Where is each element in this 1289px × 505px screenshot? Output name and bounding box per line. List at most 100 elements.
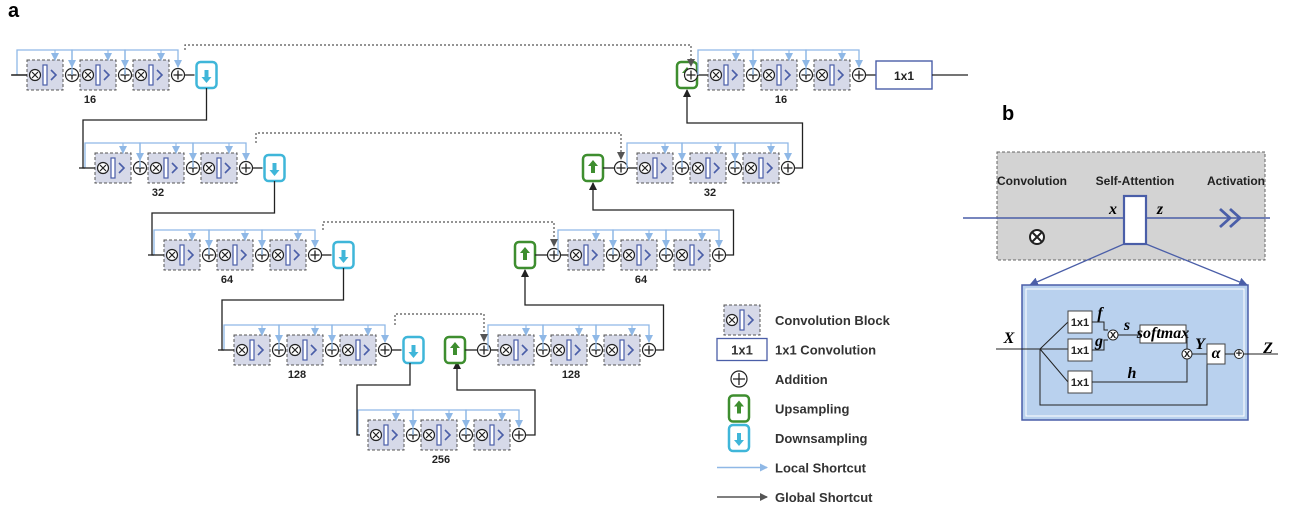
upsampling-icon xyxy=(513,240,537,270)
upsampling-icon xyxy=(443,335,467,365)
plus-mark xyxy=(714,250,724,260)
detail-frame xyxy=(1021,284,1249,421)
softmax-box xyxy=(1139,324,1187,344)
convolution-block xyxy=(79,59,117,91)
times-mark xyxy=(747,164,755,172)
activation-icon xyxy=(293,249,301,261)
addition-node xyxy=(730,370,748,388)
label-alpha: α xyxy=(1212,345,1222,362)
convolution-block xyxy=(707,59,745,91)
addition-node xyxy=(307,247,323,263)
attention-bar-icon xyxy=(739,309,745,331)
output-Z: Z xyxy=(1262,340,1273,357)
times-mark xyxy=(712,71,720,79)
activation-icon xyxy=(660,162,668,174)
times-mark xyxy=(84,71,92,79)
times-mark xyxy=(168,251,176,259)
attention-bar-icon xyxy=(723,64,729,86)
legend-item-addition: Addition xyxy=(730,370,828,388)
activation-icon xyxy=(766,162,774,174)
legend-item-local_shortcut: Local Shortcut xyxy=(717,461,867,476)
upsampling-icon xyxy=(727,394,751,423)
legend-conv1x1-box xyxy=(716,337,768,362)
downsampling-icon xyxy=(332,240,355,270)
times-mark xyxy=(152,164,160,172)
channel-label: 16 xyxy=(775,94,787,106)
convolution-block xyxy=(550,334,588,366)
label-h: h xyxy=(1128,365,1137,382)
legend-item-downsampling: Downsampling xyxy=(727,423,868,453)
channel-label: 64 xyxy=(635,274,648,286)
plus-mark xyxy=(686,70,696,80)
convolution-block xyxy=(603,334,641,366)
legend-item-upsampling: Upsampling xyxy=(727,394,849,423)
softmax-out-line xyxy=(1186,334,1188,349)
attention-bar-icon xyxy=(489,424,495,446)
addition-node xyxy=(613,160,629,176)
legend-label: Upsampling xyxy=(775,402,849,417)
detail-inner-frame xyxy=(1025,288,1245,417)
encoder-level-16: 16 xyxy=(11,49,218,169)
down-arrow-icon xyxy=(269,163,280,176)
times-mark xyxy=(31,71,39,79)
attention-bar-icon xyxy=(163,157,169,179)
times-mark xyxy=(221,251,229,259)
times-mark xyxy=(425,431,433,439)
upsampling-icon xyxy=(581,153,605,183)
plus-mark xyxy=(479,345,489,355)
addition-node xyxy=(511,427,527,443)
convolution-block xyxy=(339,334,377,366)
convolution-block xyxy=(673,239,711,271)
activation-icon xyxy=(574,344,582,356)
times-mark xyxy=(344,346,352,354)
plus-mark xyxy=(783,163,793,173)
activation-icon xyxy=(697,249,705,261)
local-shortcut-line xyxy=(465,409,523,435)
addition-node xyxy=(546,247,562,263)
attention-bar-icon xyxy=(758,157,764,179)
branch-line xyxy=(1039,348,1069,383)
activation-icon xyxy=(310,344,318,356)
activation-icon xyxy=(627,344,635,356)
conv1x1-label: 1x1 xyxy=(894,69,914,83)
legend-label: Global Shortcut xyxy=(775,490,873,505)
header-convolution: Convolution xyxy=(997,174,1067,188)
encoder-level-32: 32 xyxy=(79,142,286,256)
up-arrow-icon xyxy=(734,400,744,414)
convolution-block xyxy=(636,152,674,184)
convolution-block xyxy=(620,239,658,271)
downsampling-icon xyxy=(195,60,218,90)
legend-item-global_shortcut: Global Shortcut xyxy=(717,490,873,505)
zoom-line-right xyxy=(1145,243,1248,287)
local-shortcut-line xyxy=(595,324,653,350)
channel-label: 128 xyxy=(562,369,580,381)
input-X: X xyxy=(1003,330,1015,347)
legend-label: Downsampling xyxy=(775,431,868,446)
f-line xyxy=(1092,321,1108,331)
attention-bar-icon xyxy=(513,339,519,361)
plus-mark xyxy=(733,373,745,385)
self-attention-block xyxy=(1122,194,1148,246)
attention-bar-icon xyxy=(636,244,642,266)
times-mark xyxy=(238,346,246,354)
up-arrow-icon xyxy=(520,247,530,260)
plus-mark xyxy=(514,430,524,440)
panel-label-b: b xyxy=(1002,103,1015,125)
attention-bar-icon xyxy=(285,244,291,266)
times-mark xyxy=(274,251,282,259)
legend-label: 1x1 Convolution xyxy=(775,343,876,358)
times-mark xyxy=(694,164,702,172)
channel-label: 128 xyxy=(288,369,306,381)
attention-bar-icon xyxy=(705,157,711,179)
activation-icon xyxy=(103,69,111,81)
attention-bar-icon xyxy=(232,244,238,266)
softmax-label: softmax xyxy=(1136,325,1189,342)
local-shortcut-line xyxy=(734,142,792,168)
times-mark xyxy=(765,71,773,79)
upsample-connector xyxy=(521,269,665,351)
attention-bar-icon xyxy=(216,157,222,179)
plus-mark xyxy=(310,250,320,260)
attention-bar-icon xyxy=(619,339,625,361)
